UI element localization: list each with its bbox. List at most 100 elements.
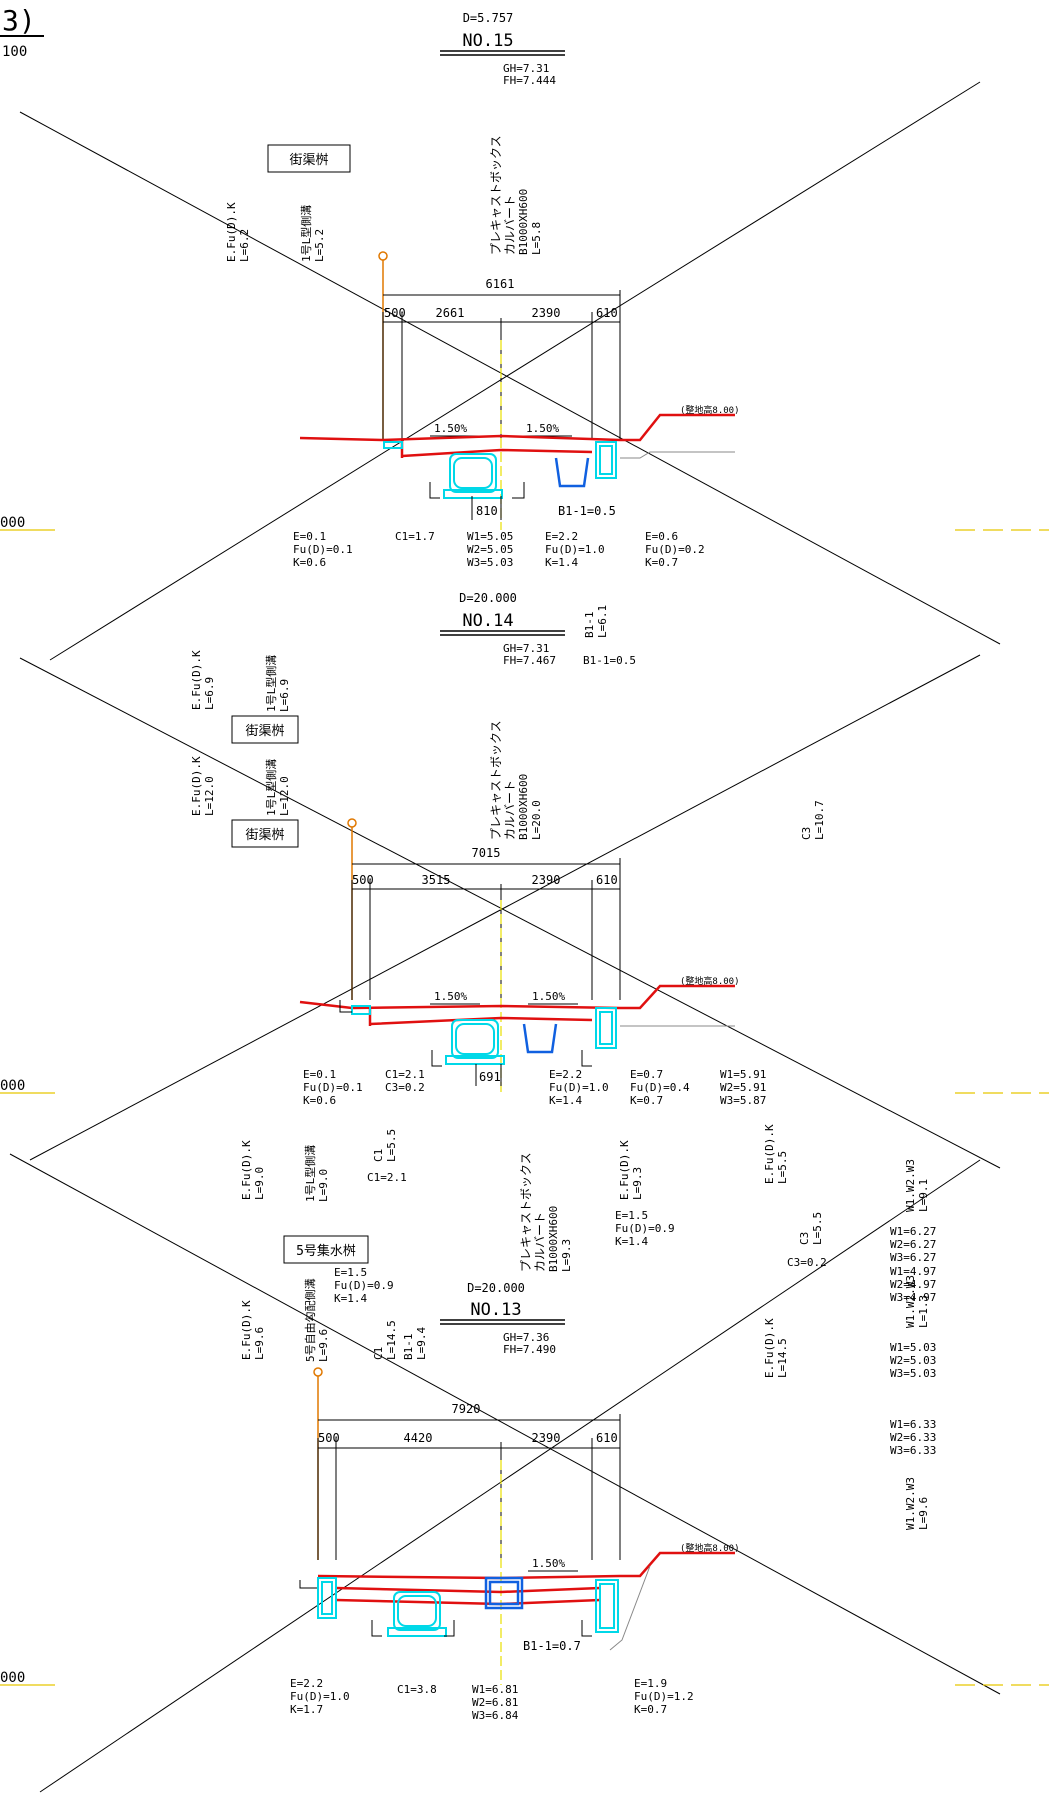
svg-text:E=1.5: E=1.5 — [334, 1266, 367, 1279]
svg-text:E.Fu(D).K: E.Fu(D).K — [190, 650, 203, 710]
svg-text:W2=5.05: W2=5.05 — [467, 543, 513, 556]
svg-text:L=9.6: L=9.6 — [253, 1327, 266, 1360]
svg-text:W1.W2.W3: W1.W2.W3 — [904, 1275, 917, 1328]
svg-text:4420: 4420 — [404, 1431, 433, 1445]
svg-text:2390: 2390 — [532, 873, 561, 887]
svg-text:L=9.6: L=9.6 — [317, 1329, 330, 1362]
svg-text:Fu(D)=0.4: Fu(D)=0.4 — [630, 1081, 690, 1094]
svg-text:L=9.3: L=9.3 — [631, 1167, 644, 1200]
svg-text:W3=5.03: W3=5.03 — [467, 556, 513, 569]
svg-text:W3=6.33: W3=6.33 — [890, 1444, 936, 1457]
svg-text:3515: 3515 — [422, 873, 451, 887]
svg-text:E=2.2: E=2.2 — [290, 1677, 323, 1690]
dim-total: 6161 — [486, 277, 515, 291]
svg-text:5号集水桝: 5号集水桝 — [296, 1243, 356, 1259]
svg-text:L=20.0: L=20.0 — [530, 800, 543, 840]
svg-text:E=0.6: E=0.6 — [645, 530, 678, 543]
svg-text:B1000XH600: B1000XH600 — [547, 1206, 560, 1272]
svg-text:街渠桝: 街渠桝 — [245, 723, 284, 739]
svg-text:L=5.5: L=5.5 — [811, 1212, 824, 1245]
svg-text:B1-1=0.5: B1-1=0.5 — [583, 654, 636, 667]
svg-text:E.Fu(D).K: E.Fu(D).K — [240, 1140, 253, 1200]
svg-text:1号L型側溝: 1号L型側溝 — [264, 655, 278, 712]
svg-text:Fu(D)=1.0: Fu(D)=1.0 — [549, 1081, 609, 1094]
svg-text:B1-1=0.7: B1-1=0.7 — [523, 1639, 581, 1653]
svg-text:L=6.1: L=6.1 — [596, 605, 609, 638]
svg-text:E=0.7: E=0.7 — [630, 1068, 663, 1081]
section-no13: E.Fu(D).K L=9.0 1号L型側溝 L=9.0 C1 L=5.5 C1… — [0, 1124, 936, 1722]
svg-text:E.Fu(D).K: E.Fu(D).K — [618, 1140, 631, 1200]
survey-pole-icon — [378, 251, 388, 261]
ground-level-label: (整地高8.00) — [680, 404, 740, 416]
svg-text:FH=7.467: FH=7.467 — [503, 654, 556, 667]
svg-text:C1=3.8: C1=3.8 — [397, 1683, 437, 1696]
svg-text:C3=0.2: C3=0.2 — [787, 1256, 827, 1269]
svg-text:カルバート: カルバート — [503, 780, 517, 840]
b1-qty: B1-1=0.5 — [558, 504, 616, 518]
svg-text:W2=5.03: W2=5.03 — [890, 1354, 936, 1367]
svg-text:L=6.9: L=6.9 — [203, 677, 216, 710]
svg-text:K=0.7: K=0.7 — [630, 1094, 663, 1107]
dim-3: 2390 — [532, 306, 561, 320]
svg-text:K=0.6: K=0.6 — [303, 1094, 336, 1107]
svg-text:K=1.4: K=1.4 — [549, 1094, 582, 1107]
svg-text:W2=5.91: W2=5.91 — [720, 1081, 766, 1094]
svg-text:プレキャストボックス: プレキャストボックス — [519, 1152, 533, 1272]
svg-text:W3=4.97: W3=4.97 — [890, 1291, 936, 1304]
svg-text:L=5.5: L=5.5 — [385, 1129, 398, 1162]
svg-text:K=1.4: K=1.4 — [615, 1235, 648, 1248]
svg-text:B1000XH600: B1000XH600 — [517, 774, 530, 840]
svg-text:L=14.5: L=14.5 — [385, 1320, 398, 1360]
survey-pole-icon — [313, 1367, 323, 1377]
svg-text:B1-1: B1-1 — [402, 1334, 415, 1361]
svg-text:W1=6.81: W1=6.81 — [472, 1683, 518, 1696]
svg-text:1.50%: 1.50% — [532, 1557, 565, 1570]
svg-text:C3=0.2: C3=0.2 — [385, 1081, 425, 1094]
svg-text:Fu(D)=0.9: Fu(D)=0.9 — [615, 1222, 675, 1235]
svg-text:W3=5.87: W3=5.87 — [720, 1094, 766, 1107]
station-distance: D=5.757 — [463, 11, 514, 25]
svg-text:C1=1.7: C1=1.7 — [395, 530, 435, 543]
svg-text:W3=5.03: W3=5.03 — [890, 1367, 936, 1380]
svg-text:W1=5.91: W1=5.91 — [720, 1068, 766, 1081]
svg-text:7920: 7920 — [452, 1402, 481, 1416]
svg-text:L=6.9: L=6.9 — [278, 679, 291, 712]
svg-text:カルバート: カルバート — [533, 1212, 547, 1272]
svg-text:Fu(D)=0.1: Fu(D)=0.1 — [293, 543, 353, 556]
svg-text:1号L型側溝: 1号L型側溝 — [264, 759, 278, 816]
svg-text:L=9.0: L=9.0 — [317, 1169, 330, 1202]
svg-text:5号自由勾配側溝: 5号自由勾配側溝 — [303, 1278, 317, 1362]
construction-lines — [9, 81, 1001, 1793]
l-gutter-length: L=5.2 — [313, 229, 326, 262]
svg-text:K=1.7: K=1.7 — [290, 1703, 323, 1716]
svg-text:W1=6.27: W1=6.27 — [890, 1225, 936, 1238]
svg-text:E=0.1: E=0.1 — [293, 530, 326, 543]
dim-2: 2661 — [436, 306, 465, 320]
svg-text:(整地高8.00): (整地高8.00) — [680, 1542, 740, 1554]
svg-text:000: 000 — [0, 1670, 25, 1686]
survey-pole-icon — [347, 818, 357, 828]
svg-text:L=9.0: L=9.0 — [253, 1167, 266, 1200]
svg-text:W2=6.33: W2=6.33 — [890, 1431, 936, 1444]
svg-text:W2=4.97: W2=4.97 — [890, 1278, 936, 1291]
station-name: NO.15 — [462, 31, 513, 51]
svg-text:プレキャストボックス: プレキャストボックス — [489, 720, 503, 840]
svg-text:K=1.4: K=1.4 — [545, 556, 578, 569]
svg-text:691: 691 — [479, 1070, 501, 1084]
svg-text:Fu(D)=0.9: Fu(D)=0.9 — [334, 1279, 394, 1292]
svg-text:L=9.4: L=9.4 — [415, 1327, 428, 1360]
culvert-label-4: L=5.8 — [530, 222, 543, 255]
svg-text:W1.W2.W3: W1.W2.W3 — [904, 1159, 917, 1212]
svg-text:E=2.2: E=2.2 — [545, 530, 578, 543]
svg-text:W2=6.27: W2=6.27 — [890, 1238, 936, 1251]
svg-text:Fu(D)=0.1: Fu(D)=0.1 — [303, 1081, 363, 1094]
svg-text:Fu(D)=0.2: Fu(D)=0.2 — [645, 543, 705, 556]
svg-text:L=12.0: L=12.0 — [278, 776, 291, 816]
svg-text:Fu(D)=1.0: Fu(D)=1.0 — [545, 543, 605, 556]
datum-fragment: 000 — [0, 515, 25, 531]
svg-text:(整地高8.00): (整地高8.00) — [680, 975, 740, 987]
svg-text:L=9.6: L=9.6 — [917, 1497, 930, 1530]
svg-text:K=0.7: K=0.7 — [645, 556, 678, 569]
svg-text:GH=7.31: GH=7.31 — [503, 642, 549, 655]
